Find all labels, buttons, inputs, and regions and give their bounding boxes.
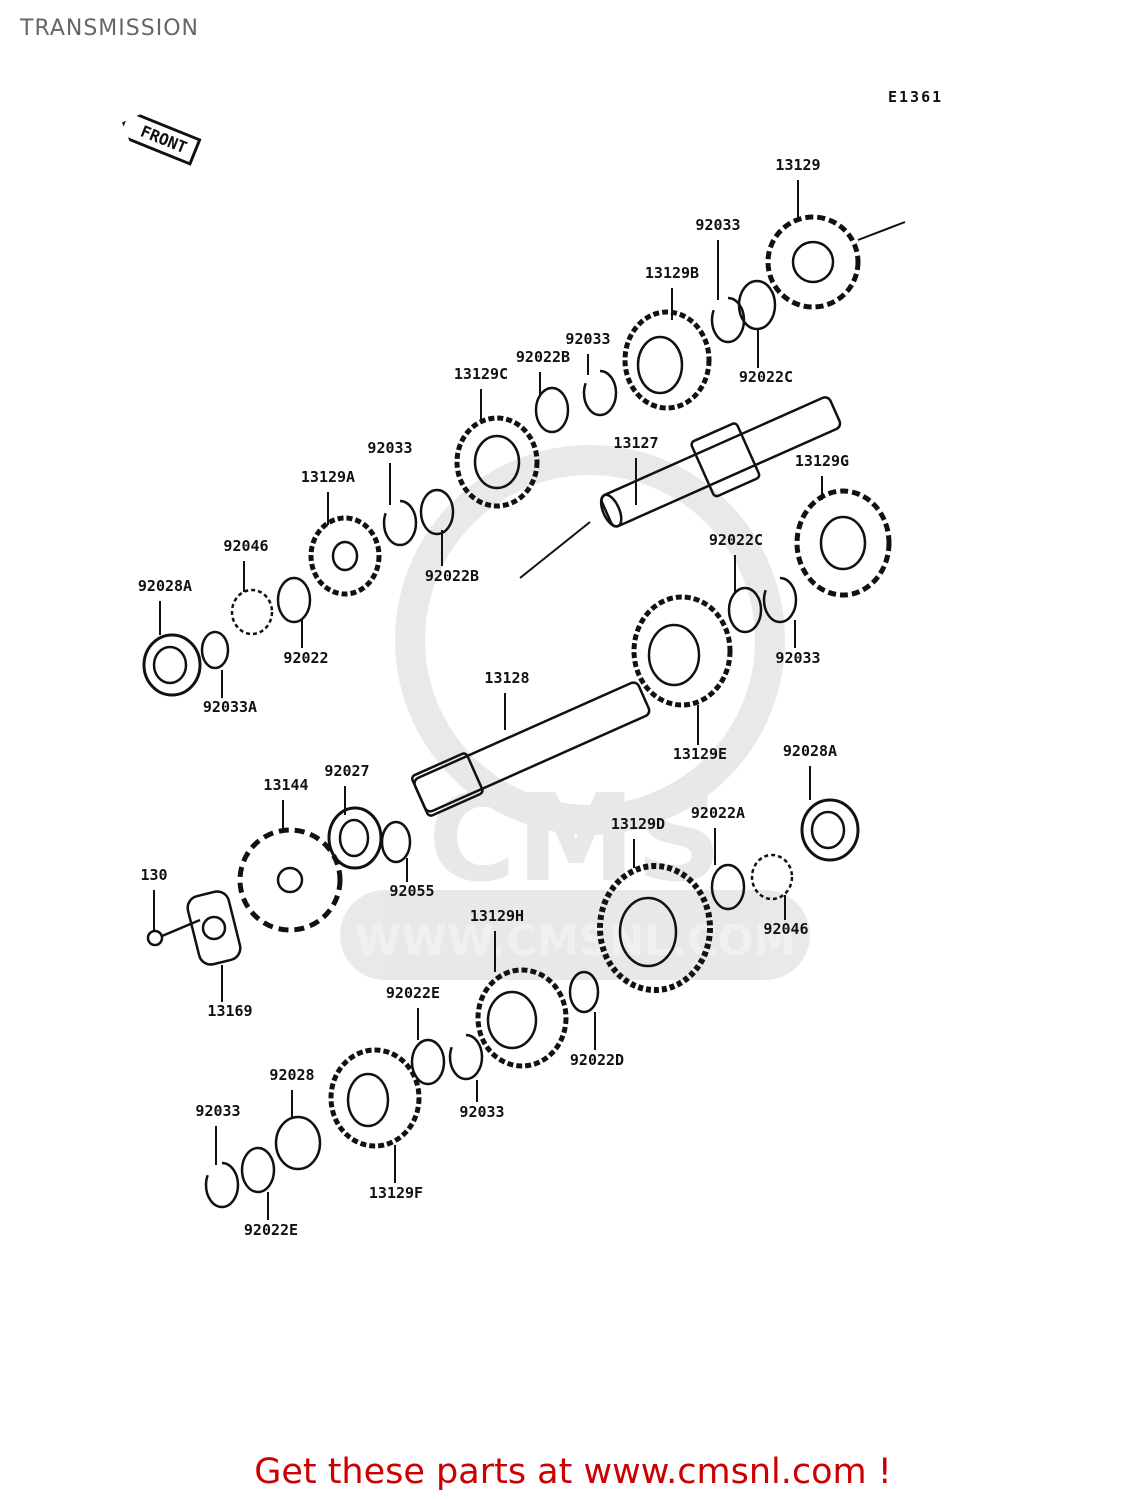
bolt-130 (146, 918, 201, 947)
part-label: 13144 (263, 776, 308, 794)
diagram-code: E1361 (888, 88, 944, 106)
part-label: 92028A (138, 577, 192, 595)
sprocket-13144 (237, 827, 343, 933)
part-label: 92022C (709, 531, 763, 549)
watermark-url: WWW.CMSNL.COM (355, 916, 796, 965)
part-label: 13129 (775, 156, 820, 174)
shaft-13127 (599, 396, 842, 528)
gear-13129H (475, 967, 569, 1069)
part-label: 92033 (695, 216, 740, 234)
svg-text:WWW.CMSNL.COM: WWW.CMSNL.COM (355, 916, 796, 965)
gear-13129D (597, 863, 713, 993)
part-label: 92022 (283, 649, 328, 667)
part-label: 92022B (516, 348, 570, 366)
gear-13129C (454, 415, 540, 509)
part-label: 92033 (775, 649, 820, 667)
part-label: 92022E (244, 1221, 298, 1239)
part-label: 13169 (207, 1002, 252, 1020)
part-label: 92033 (367, 439, 412, 457)
gear-13129B (622, 309, 712, 411)
part-label: 130 (140, 866, 167, 884)
part-label: 92022A (691, 804, 745, 822)
gear-13129 (765, 214, 861, 310)
part-label: 13129F (369, 1184, 423, 1202)
part-label: 92022E (386, 984, 440, 1002)
part-label: 13127 (613, 434, 658, 452)
gear-13129F (328, 1047, 422, 1149)
part-label: 92046 (223, 537, 268, 555)
needle-bearing-92046-top (230, 588, 274, 636)
gear-13129E (631, 594, 733, 708)
needle-bearing-92046-bottom (750, 853, 794, 901)
part-label: 92033 (195, 1102, 240, 1120)
bearing-92027 (327, 806, 383, 870)
part-label: 92027 (324, 762, 369, 780)
part-label: 13129B (645, 264, 699, 282)
part-label: 13129G (795, 452, 849, 470)
part-label: 92028A (783, 742, 837, 760)
part-label: 13128 (484, 669, 529, 687)
bearing-92028A-top (142, 633, 202, 697)
svg-text:CMS: CMS (428, 770, 722, 909)
part-label: 92028 (269, 1066, 314, 1084)
part-labels: 13129 92033 13129B 92022C 92033 92022B 1… (138, 156, 849, 1239)
part-label: 92046 (763, 920, 808, 938)
cms-watermark: CMS (340, 445, 810, 980)
part-label: 92022C (739, 368, 793, 386)
part-label: 92033A (203, 698, 257, 716)
shop-link[interactable]: Get these parts at www.cmsnl.com ! (254, 1452, 892, 1492)
part-label: 92033 (565, 330, 610, 348)
shaft-13128 (411, 681, 651, 817)
part-label: 92022D (570, 1051, 624, 1069)
part-label: 92033 (459, 1103, 504, 1121)
part-label: 13129A (301, 468, 355, 486)
part-label: 92055 (389, 882, 434, 900)
part-label: 13129H (470, 907, 524, 925)
leader-lines (153, 180, 906, 1220)
page-title: TRANSMISSION (20, 16, 199, 41)
part-label: 13129E (673, 745, 727, 763)
part-label: 13129D (611, 815, 665, 833)
gear-13129A (308, 515, 382, 597)
gear-13129G (794, 488, 892, 598)
part-label: 13129C (454, 365, 508, 383)
bushing-92028 (274, 1115, 322, 1171)
part-label: 92022B (425, 567, 479, 585)
bearing-92028A-bottom (800, 798, 860, 862)
plate-13169 (186, 890, 242, 966)
